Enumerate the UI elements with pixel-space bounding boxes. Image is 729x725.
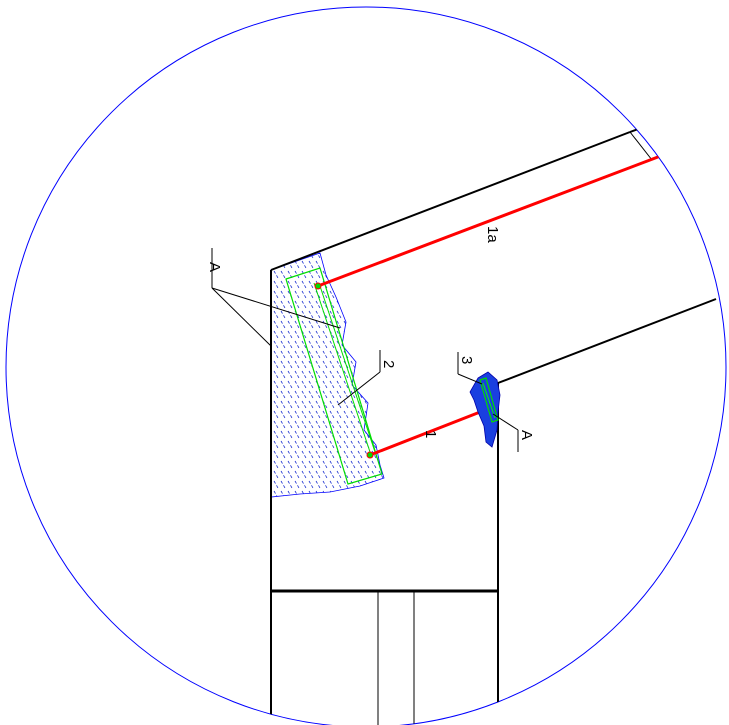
leader-a-right xyxy=(492,413,519,431)
grout-fill-left xyxy=(270,252,385,498)
rod-1-end xyxy=(366,451,374,459)
leader-a-left-2 xyxy=(211,287,272,347)
plate-2-inner-2 xyxy=(318,282,378,459)
plate-3-inner xyxy=(482,382,496,419)
leader-2 xyxy=(337,371,381,406)
label-1: 1 xyxy=(422,430,439,438)
beam-inner-edge xyxy=(629,131,653,161)
label-a-right: A xyxy=(518,430,535,440)
label-a-left: A xyxy=(206,262,223,272)
label-1a: 1a xyxy=(484,226,501,243)
plate-3 xyxy=(479,377,499,423)
structure xyxy=(211,94,726,725)
beam-bottom-edge xyxy=(497,298,717,384)
rod-1a xyxy=(317,128,726,288)
leader-a-left-1 xyxy=(211,287,341,329)
leader-3 xyxy=(457,373,483,385)
rod-1a-end xyxy=(314,282,322,290)
grout-blob-3 xyxy=(469,371,501,448)
label-3: 3 xyxy=(458,356,475,364)
plate-2 xyxy=(285,267,383,485)
detail-circle xyxy=(5,6,727,725)
rod-1 xyxy=(369,403,499,457)
label-2: 2 xyxy=(380,360,397,368)
plate-2-inner-1 xyxy=(313,282,373,459)
beam-top-edge xyxy=(270,131,631,271)
beam-top-edge-ext xyxy=(629,94,726,133)
